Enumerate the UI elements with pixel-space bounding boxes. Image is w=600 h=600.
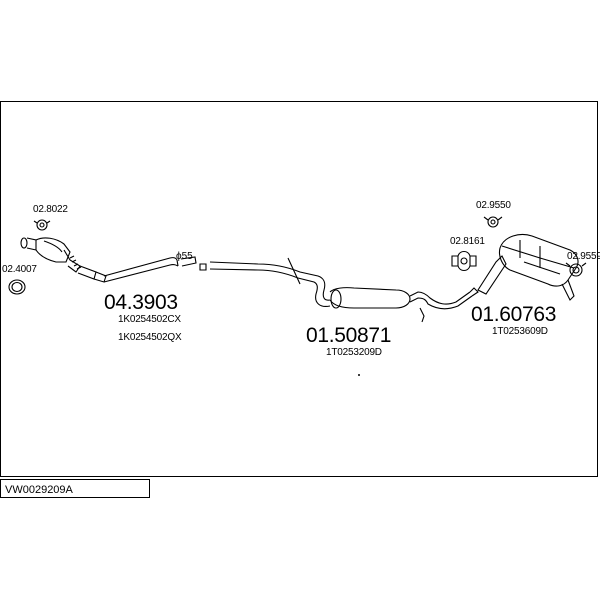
oem-ref-1k0254502cx: 1K0254502CX bbox=[118, 314, 181, 325]
clamp-02-8022-icon bbox=[33, 219, 51, 231]
oem-ref-1k0254502qx: 1K0254502QX bbox=[118, 332, 182, 343]
part-number-02-8022: 02.8022 bbox=[33, 204, 68, 215]
clamp-02-9550-icon bbox=[483, 216, 503, 228]
catalytic-converter-icon bbox=[20, 237, 197, 283]
diagram-code-box: VW0029209A bbox=[0, 479, 150, 498]
clamp-02-9559-icon bbox=[565, 262, 587, 277]
oem-ref-1t0253209d: 1T0253209D bbox=[326, 347, 382, 358]
part-number-02-9559: 02.9559 bbox=[567, 251, 600, 262]
oem-ref-1t0253609d: 1T0253609D bbox=[492, 326, 548, 337]
part-number-02-9550: 02.9550 bbox=[476, 200, 511, 211]
mounting-02-8161-icon bbox=[451, 250, 477, 272]
part-number-02-4007: 02.4007 bbox=[2, 264, 37, 275]
part-number-02-8161: 02.8161 bbox=[450, 236, 485, 247]
rear-silencer-icon bbox=[477, 233, 579, 301]
part-number-01-60763: 01.60763 bbox=[471, 303, 557, 326]
part-number-01-50871: 01.50871 bbox=[306, 324, 392, 347]
diagram-code: VW0029209A bbox=[5, 484, 73, 496]
diagram-frame bbox=[0, 101, 598, 477]
pipe-diameter-label: ϕ55 bbox=[176, 251, 193, 262]
gasket-02-4007-icon bbox=[8, 279, 26, 295]
stray-dot bbox=[358, 374, 360, 376]
centre-silencer-icon bbox=[199, 257, 479, 323]
part-number-04-3903: 04.3903 bbox=[104, 291, 178, 314]
